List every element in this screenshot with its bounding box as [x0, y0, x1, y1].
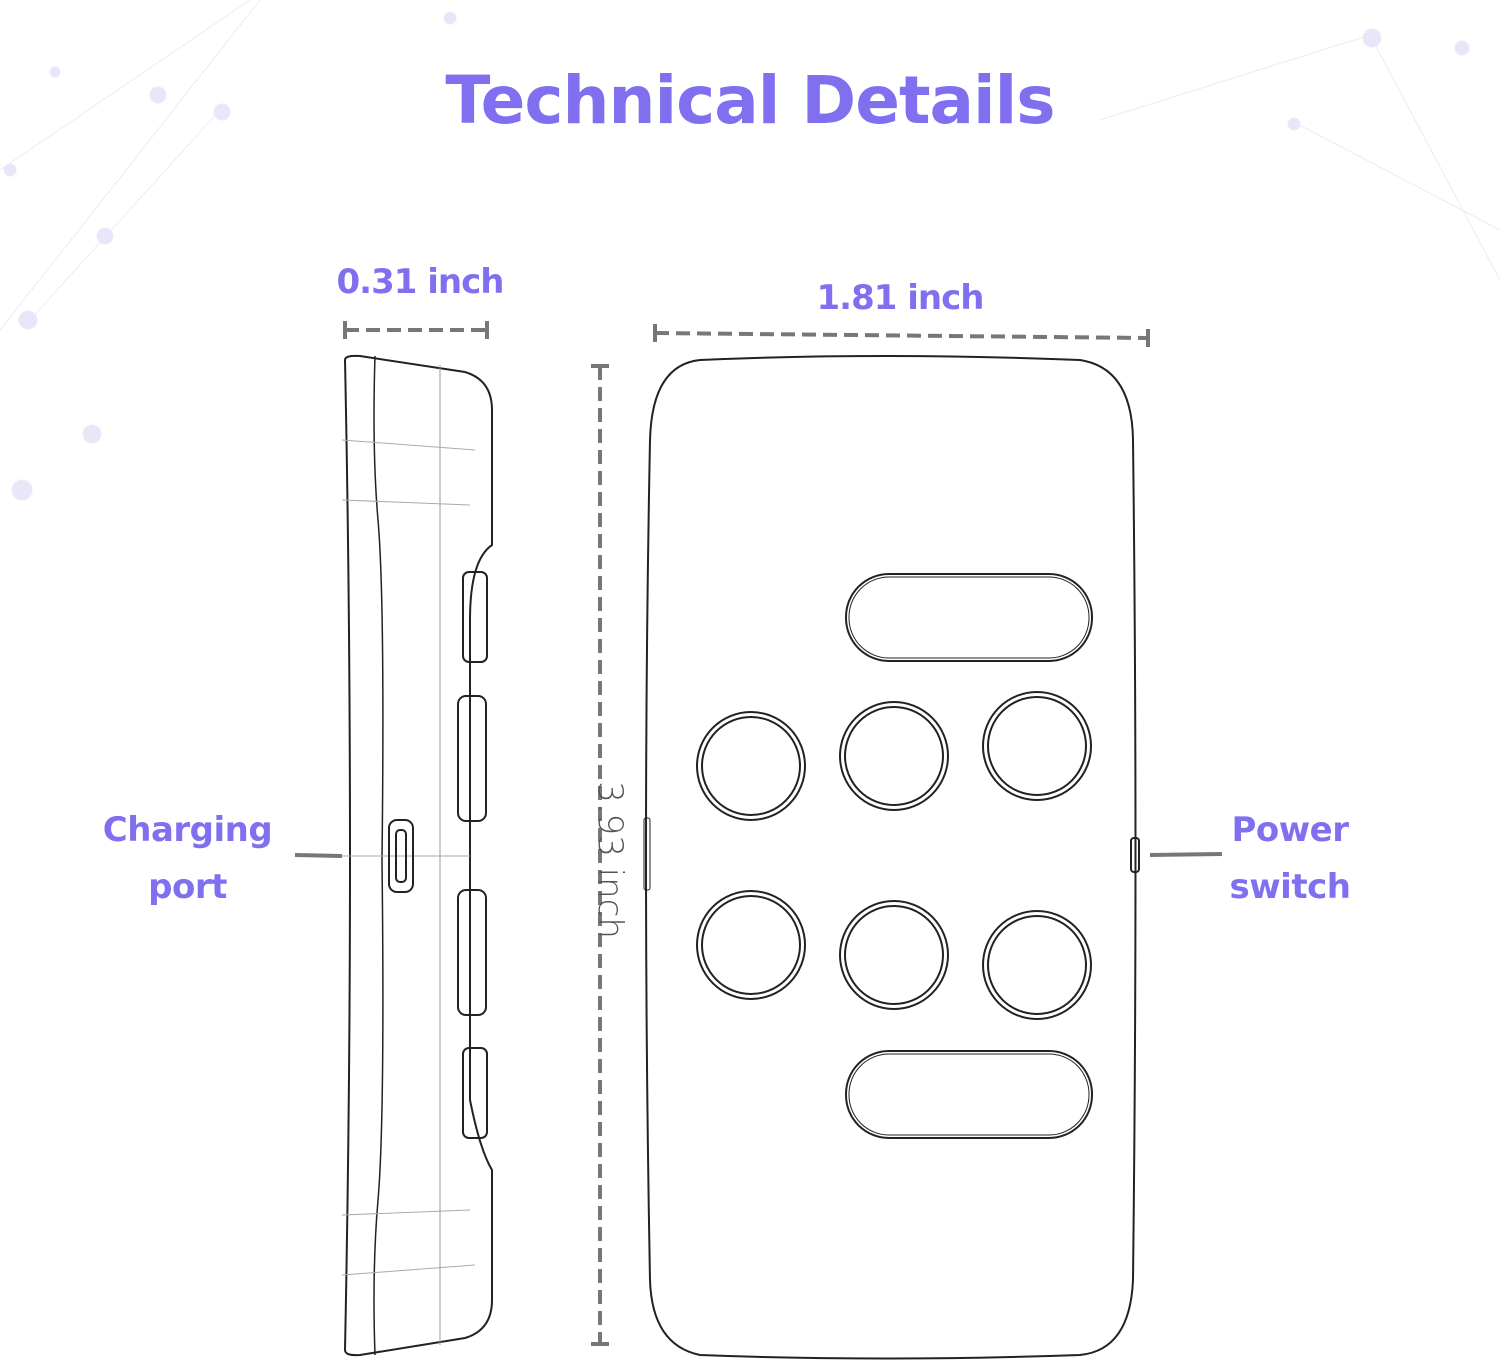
background-network-decoration	[0, 0, 1500, 501]
charging-port-leader	[294, 853, 343, 858]
power-switch-icon	[1130, 837, 1140, 873]
width-dimension-line	[654, 331, 1149, 340]
power-switch-callout: Power switch	[1205, 802, 1375, 916]
height-label: 3.93 inch	[590, 781, 630, 939]
width-label: 1.81 inch	[816, 278, 985, 318]
charging-port-label-line1: Charging	[102, 810, 273, 850]
charging-port-label-line2: port	[148, 867, 227, 907]
side-view-device	[341, 354, 493, 1357]
power-switch-label-line1: Power	[1231, 810, 1349, 850]
thickness-label: 0.31 inch	[336, 262, 505, 302]
power-switch-label-line2: switch	[1229, 867, 1351, 907]
charging-port-icon	[388, 819, 414, 893]
front-view-device	[643, 355, 1140, 1360]
power-switch-leader	[1149, 852, 1223, 857]
page-title: Technical Details	[445, 62, 1055, 139]
charging-port-callout: Charging port	[80, 802, 295, 916]
button-circles	[696, 691, 1092, 1020]
dimension-lines	[294, 321, 1223, 1346]
